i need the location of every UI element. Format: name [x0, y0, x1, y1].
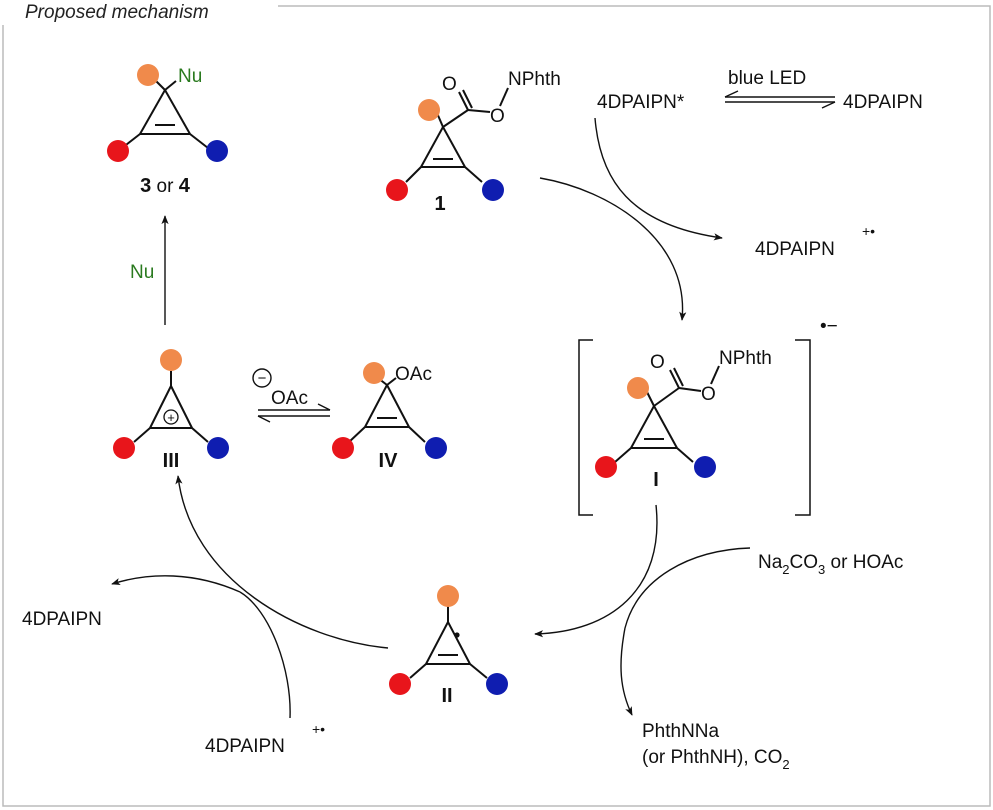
nphth-group: NPhth	[508, 69, 561, 90]
arrow-I-to-II	[534, 504, 658, 638]
equilibrium-arrows-acetate	[257, 403, 331, 423]
arrow-base-in	[624, 547, 751, 629]
nphth-group: NPhth	[719, 348, 772, 369]
radical-anion-charge: •−	[820, 316, 838, 337]
oac-group: OAc	[395, 364, 432, 385]
carbonyl-oxygen: O	[650, 352, 665, 373]
photocat-excited: 4DPAIPN*	[597, 92, 685, 113]
arrow-II-to-III	[175, 475, 389, 649]
compound-label-II: II	[441, 685, 452, 707]
acetate-label: OAc	[271, 388, 308, 409]
acetate-charge: −	[258, 370, 267, 387]
arrow-byproduct-out	[620, 627, 633, 716]
radical-dot	[454, 632, 460, 638]
compound-label-3-or-4: 3 or 4	[140, 175, 191, 197]
orange-substituent	[437, 585, 459, 607]
equilibrium-arrows-led	[724, 90, 836, 109]
scheme-title: Proposed mechanism	[25, 2, 209, 23]
blue-substituent	[207, 437, 229, 459]
photocat-ground: 4DPAIPN	[843, 92, 923, 113]
arrow-pc-excited-to-radical-cation	[594, 117, 723, 241]
red-substituent	[113, 437, 135, 459]
orange-substituent	[137, 64, 159, 86]
radical-cation-upper: 4DPAIPN	[755, 239, 835, 260]
orange-substituent	[363, 362, 385, 384]
acetate-charge-circle	[252, 368, 272, 388]
intermediate-IV: OAc IV	[332, 362, 447, 472]
arrow-1-to-I	[539, 177, 687, 321]
intermediate-I: O O NPhth I •−	[578, 316, 838, 516]
photocat-regenerated: 4DPAIPN	[22, 609, 102, 630]
product-3-or-4: Nu 3 or 4	[107, 64, 228, 197]
orange-substituent	[160, 349, 182, 371]
compound-label-I: I	[653, 469, 659, 491]
intermediate-III: + III	[113, 349, 229, 472]
byproduct-line2: (or PhthNH), CO2	[642, 747, 790, 772]
blue-substituent	[694, 456, 716, 478]
scheme-frame	[2, 5, 991, 807]
blue-substituent	[482, 179, 504, 201]
nu-label: Nu	[178, 66, 202, 87]
red-substituent	[595, 456, 617, 478]
orange-substituent	[627, 377, 649, 399]
intermediate-II: II	[389, 585, 508, 707]
byproduct-line1: PhthNNa	[642, 721, 720, 742]
arrow-photocat-regenerated	[111, 575, 241, 593]
cation-charge: +	[167, 410, 175, 425]
radical-cation-lower: 4DPAIPN	[205, 736, 285, 757]
blue-substituent	[206, 140, 228, 162]
ester-oxygen: O	[490, 106, 505, 127]
radical-cation-upper-charge: +•	[862, 223, 875, 239]
orange-substituent	[418, 99, 440, 121]
radical-cation-lower-charge: +•	[312, 721, 325, 737]
compound-1: O O NPhth 1	[386, 69, 561, 215]
ester-oxygen: O	[701, 384, 716, 405]
blue-substituent	[486, 673, 508, 695]
compound-label-1: 1	[434, 193, 445, 215]
blue-substituent	[425, 437, 447, 459]
base-reagent: Na2CO3 or HOAc	[758, 552, 903, 577]
red-substituent	[386, 179, 408, 201]
carbonyl-oxygen: O	[442, 74, 457, 95]
blue-led-label: blue LED	[728, 68, 806, 89]
red-substituent	[389, 673, 411, 695]
red-substituent	[107, 140, 129, 162]
cation-charge-circle	[163, 409, 179, 425]
nucleophile-label: Nu	[130, 262, 154, 283]
arrow-radical-cation-in	[239, 591, 291, 719]
compound-label-III: III	[163, 450, 180, 472]
red-substituent	[332, 437, 354, 459]
compound-label-IV: IV	[379, 450, 399, 472]
